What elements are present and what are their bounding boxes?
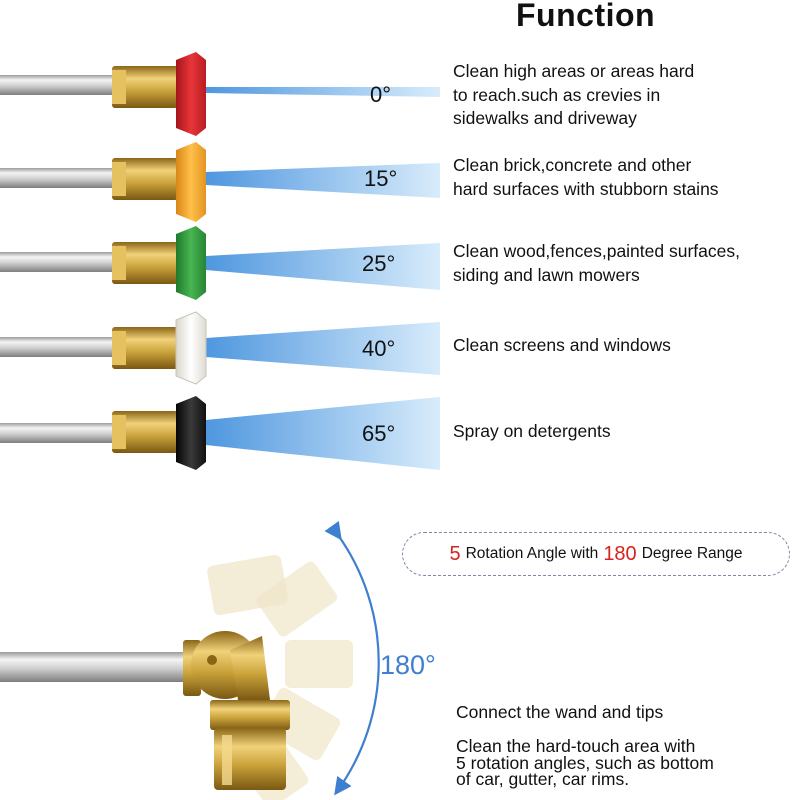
brass-hex — [112, 162, 126, 196]
spray-fan — [206, 87, 440, 97]
adapter-body — [230, 636, 270, 700]
nozzle-row-25-degree — [0, 226, 440, 300]
wand — [0, 252, 118, 272]
brass-hex — [112, 331, 126, 365]
brass-hex — [112, 415, 126, 449]
description-line: Clean wood,fences,painted surfaces, — [453, 241, 740, 261]
green-tip — [176, 226, 206, 300]
detail-line: 5 rotation angles, such as bottom — [456, 752, 714, 773]
detail-line: Clean the hard-touch area with — [456, 736, 696, 756]
brass-coupler — [112, 327, 178, 369]
spray-fan — [206, 243, 440, 290]
rotation-count: 5 — [449, 542, 461, 565]
adapter-wand — [0, 652, 190, 682]
description-line: Spray on detergents — [453, 421, 611, 441]
description-line: Clean brick,concrete and other — [453, 155, 692, 175]
wand — [0, 337, 118, 357]
ghost-tip-3 — [285, 640, 353, 688]
nozzle-row-40-degree — [0, 311, 440, 385]
rotation-arc — [324, 520, 380, 796]
connect-line: Connect the wand and tips — [456, 702, 664, 722]
red-tip — [176, 52, 206, 136]
brass-coupler — [112, 411, 178, 453]
spray-fan — [206, 397, 440, 470]
brass-hex — [112, 70, 126, 104]
nozzle-row-15-degree — [0, 142, 440, 222]
angle-label-15: 15° — [364, 166, 398, 191]
rotation-callout: 5 Rotation Angle with 180 Degree Range — [402, 532, 790, 576]
orange-tip — [176, 142, 206, 222]
description-15: Clean brick,concrete and other hard surf… — [453, 154, 719, 201]
adapter-coupler-shine — [222, 735, 232, 785]
rotation-text: Rotation Angle with — [465, 545, 599, 562]
description-line: Clean high areas or areas hard — [453, 61, 695, 81]
brass-coupler — [112, 242, 178, 284]
angle-label-0: 0° — [370, 82, 392, 107]
description-25: Clean wood,fences,painted surfaces, sidi… — [453, 240, 740, 287]
brass-coupler — [112, 66, 178, 108]
wand — [0, 168, 118, 188]
angle-label-65: 65° — [362, 421, 396, 446]
wand — [0, 423, 118, 443]
description-line: sidewalks and driveway — [453, 108, 637, 128]
connect-detail: Clean the hard-touch area with 5 rotatio… — [456, 738, 714, 788]
rotation-degrees: 180 — [603, 542, 637, 565]
swivel-pin — [207, 655, 217, 665]
description-line: hard surfaces with stubborn stains — [453, 178, 719, 199]
rotation-text-2: Degree Range — [641, 545, 743, 562]
range-label: 180° — [380, 650, 436, 680]
detail-line: of car, gutter, car rims. — [456, 769, 630, 789]
description-0: Clean high areas or areas hard to reach.… — [453, 60, 694, 131]
brass-coupler — [112, 158, 178, 200]
angle-label-25: 25° — [362, 251, 396, 276]
white-tip — [175, 311, 207, 385]
spray-fan — [206, 163, 440, 198]
spray-fan — [206, 322, 440, 375]
nozzle-row-65-degree — [0, 396, 440, 470]
angle-label-40: 40° — [362, 336, 396, 361]
description-line: siding and lawn mowers — [453, 264, 640, 285]
adapter-nut — [210, 700, 290, 730]
rotating-adapter — [0, 520, 380, 800]
brass-hex — [112, 246, 126, 280]
nozzle-row-0-degree — [0, 52, 440, 136]
page-title: Function — [516, 0, 656, 33]
description-line: Clean screens and windows — [453, 335, 671, 355]
description-65: Spray on detergents — [453, 420, 611, 444]
description-line: to reach.such as crevies in — [453, 84, 661, 105]
wand — [0, 75, 118, 95]
description-40: Clean screens and windows — [453, 334, 671, 358]
black-tip — [176, 396, 206, 470]
ghost-tip-2 — [256, 561, 338, 637]
